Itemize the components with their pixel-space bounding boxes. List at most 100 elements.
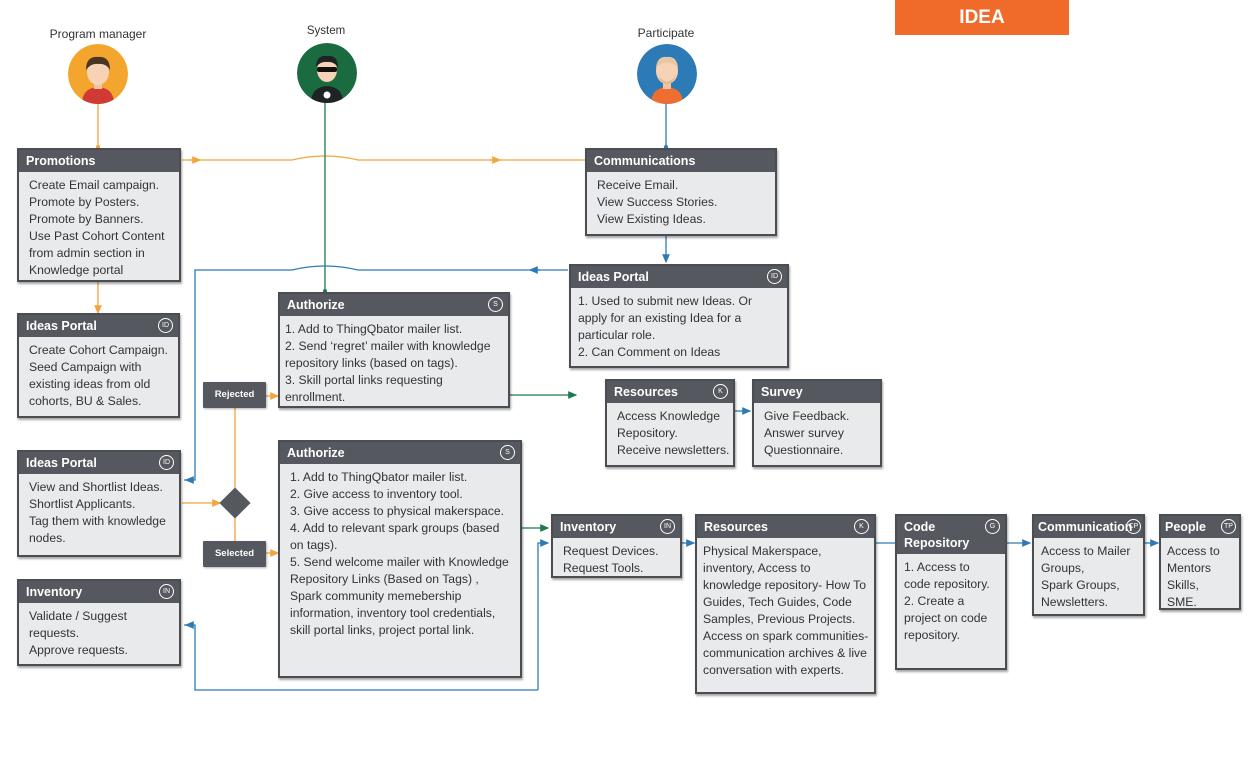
inventory-participate-line: Request Tools. xyxy=(563,561,644,575)
ideas-portal-shortlist-line: View and Shortlist Ideas. xyxy=(29,480,163,494)
ideas-portal-participate-line: particular role. xyxy=(578,328,656,342)
authorize-rejected-line: 2. Send ‘regret’ mailer with knowledge xyxy=(285,339,491,353)
communication-line: Newsletters. xyxy=(1041,595,1109,609)
promotions-line: Promote by Posters. xyxy=(29,195,140,209)
communications-line: View Existing Ideas. xyxy=(597,212,706,226)
box-title-text: Code Repository xyxy=(904,520,970,550)
idea-banner: IDEA xyxy=(895,0,1069,35)
code-repository-line: project on code xyxy=(904,611,988,625)
resources-knowledge-line: Receive newsletters. xyxy=(617,443,730,457)
inventory-badge-icon: IN xyxy=(159,584,174,599)
ideas-portal-shortlist-list: View and Shortlist Ideas. Shortlist Appl… xyxy=(19,474,179,552)
skill-portal-badge-icon: S xyxy=(488,297,503,312)
communication-line: Spark Groups, xyxy=(1041,578,1120,592)
resources-makerspace-line: communication archives & live xyxy=(703,646,867,660)
authorize-rejected-list: 1. Add to ThingQbator mailer list. 2. Se… xyxy=(280,316,508,411)
authorize-selected-line: 4. Add to relevant spark groups (based xyxy=(290,521,500,535)
ideas-portal-participate-line: apply for an existing Idea for a xyxy=(578,311,742,325)
authorize-selected-line: skill portal links, project portal link. xyxy=(290,623,475,637)
ideas-portal-pm-line: Seed Campaign with xyxy=(29,360,142,374)
code-repository-line: 2. Create a xyxy=(904,594,965,608)
inventory-pm-line: Validate / Suggest xyxy=(29,609,128,623)
code-repository-line: code repository. xyxy=(904,577,990,591)
inventory-badge-icon: IN xyxy=(660,519,675,534)
ideas-portal-badge-icon: ID xyxy=(158,318,173,333)
promotions-title: Promotions xyxy=(19,150,179,172)
promotions-line: Promote by Banners. xyxy=(29,212,144,226)
people-list: Access to Mentors Skills, SME. xyxy=(1161,538,1239,616)
ideas-portal-shortlist-line: Shortlist Applicants. xyxy=(29,497,136,511)
resources-makerspace-list: Physical Makerspace, inventory, Access t… xyxy=(697,538,874,684)
authorize-selected-box: Authorize S 1. Add to ThingQbator mailer … xyxy=(278,440,522,678)
inventory-pm-line: Approve requests. xyxy=(29,643,128,657)
authorize-selected-line: information, inventory tool credentials, xyxy=(290,606,496,620)
promotions-box: Promotions Create Email campaign. Promot… xyxy=(17,148,181,282)
authorize-rejected-line: enrollment. xyxy=(285,390,346,404)
communications-title: Communications xyxy=(587,150,775,172)
box-title-text: Communication xyxy=(1038,520,1133,534)
system-avatar xyxy=(297,43,357,103)
ideas-portal-badge-icon: ID xyxy=(767,269,782,284)
box-title-text: Inventory xyxy=(560,520,617,534)
authorize-selected-title: Authorize S xyxy=(280,442,520,464)
survey-line: Give Feedback. xyxy=(764,409,850,423)
ideas-portal-participate-title: Ideas Portal ID xyxy=(571,266,787,288)
ideas-portal-pm-line: Create Cohort Campaign. xyxy=(29,343,168,357)
communication-line: Groups, xyxy=(1041,561,1085,575)
ideas-portal-pm-list: Create Cohort Campaign. Seed Campaign wi… xyxy=(19,337,178,415)
authorize-rejected-line: repository links (based on tags). xyxy=(285,356,458,370)
rejected-label: Rejected xyxy=(203,382,266,408)
ideas-portal-badge-icon: ID xyxy=(159,455,174,470)
communication-badge-icon: CP xyxy=(1126,519,1141,534)
box-title-text: Authorize xyxy=(287,446,345,460)
box-title-text: People xyxy=(1165,520,1206,534)
box-title-text: Ideas Portal xyxy=(578,270,649,284)
actor-label-participate: Participate xyxy=(637,26,695,40)
inventory-participate-list: Request Devices. Request Tools. xyxy=(553,538,680,582)
authorize-selected-line: 1. Add to ThingQbator mailer list. xyxy=(290,470,468,484)
promotions-list: Create Email campaign. Promote by Poster… xyxy=(19,172,179,284)
promotions-line: Knowledge portal xyxy=(29,263,124,277)
people-line: Mentors xyxy=(1167,561,1212,575)
survey-title: Survey xyxy=(754,381,880,403)
people-line: Access to xyxy=(1167,544,1220,558)
resources-makerspace-line: Access on spark communities- xyxy=(703,629,869,643)
communications-line: Receive Email. xyxy=(597,178,679,192)
authorize-selected-line: on tags). xyxy=(290,538,338,552)
communication-line: Access to Mailer xyxy=(1041,544,1131,558)
code-repository-line: repository. xyxy=(904,628,960,642)
authorize-selected-line: Spark community memebership xyxy=(290,589,462,603)
resources-knowledge-line: Access Knowledge xyxy=(617,409,720,423)
resources-makerspace-line: Physical Makerspace, xyxy=(703,544,822,558)
knowledge-badge-icon: K xyxy=(713,384,728,399)
knowledge-badge-icon: K xyxy=(854,519,869,534)
ideas-portal-shortlist-line: nodes. xyxy=(29,531,66,545)
inventory-pm-list: Validate / Suggest requests. Approve req… xyxy=(19,603,179,664)
skill-portal-badge-icon: S xyxy=(500,445,515,460)
selected-label: Selected xyxy=(203,541,266,567)
ideas-portal-participate-line: 1. Used to submit new Ideas. Or xyxy=(578,294,753,308)
people-line: SME. xyxy=(1167,595,1197,609)
ideas-portal-participate-line: 2. Can Comment on Ideas xyxy=(578,345,721,359)
authorize-selected-line: 5. Send welcome mailer with Knowledge xyxy=(290,555,509,569)
authorize-rejected-line: 3. Skill portal links requesting xyxy=(285,373,443,387)
resources-knowledge-list: Access Knowledge Repository. Receive new… xyxy=(607,403,733,464)
inventory-participate-line: Request Devices. xyxy=(563,544,659,558)
resources-makerspace-line: conversation with experts. xyxy=(703,663,844,677)
ideas-portal-shortlist-line: Tag them with knowledge xyxy=(29,514,166,528)
